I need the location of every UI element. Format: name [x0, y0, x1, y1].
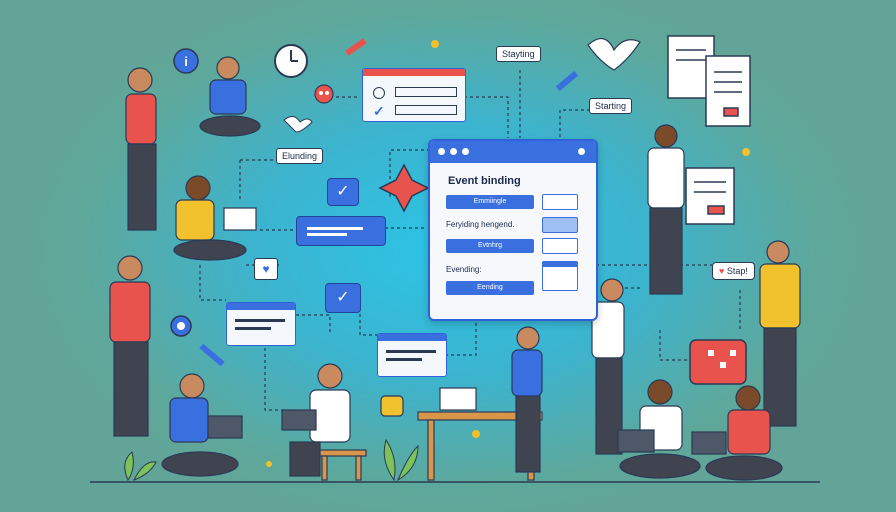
row-text-4: Evending:	[446, 265, 482, 274]
lightbulb-icon	[380, 395, 404, 417]
event-input-1[interactable]	[542, 194, 578, 210]
event-button-1[interactable]: Emmiingle	[446, 195, 534, 209]
label-starting: Starting	[589, 98, 633, 114]
check-card: ✓	[327, 178, 359, 206]
speech-text: Stap!	[726, 266, 748, 276]
row-text-2: Feryiding hengend.	[446, 220, 515, 229]
placeholder-line	[386, 350, 436, 353]
clock-icon	[274, 44, 308, 78]
placeholder-bar	[395, 105, 457, 115]
sparkle-icon	[378, 163, 430, 213]
check-card: ✓	[325, 283, 361, 313]
person-illustrations	[109, 56, 801, 481]
mini-window-left	[226, 302, 296, 346]
speech-bubble: ♥ Stap!	[712, 262, 755, 280]
window-dot[interactable]	[438, 148, 445, 155]
event-input-3[interactable]	[542, 238, 578, 254]
svg-text:i: i	[184, 54, 188, 69]
mini-window-titlebar	[378, 334, 446, 341]
mini-window-center	[377, 333, 447, 377]
heart-icon: ♥	[254, 258, 278, 280]
window-dot[interactable]	[578, 148, 585, 155]
mini-window-titlebar	[227, 303, 295, 310]
info-icon: i	[173, 48, 199, 74]
checkmark-icon: ✓	[373, 103, 385, 119]
robot-icon	[314, 84, 334, 104]
stool	[315, 449, 367, 481]
event-input-4[interactable]	[542, 261, 578, 291]
mini-window-top: ✓	[362, 68, 466, 122]
connector-lines	[199, 70, 741, 411]
window-heading: Event binding	[448, 175, 521, 187]
window-dot[interactable]	[462, 148, 469, 155]
placeholder-line	[307, 227, 363, 230]
bird-icon-small	[283, 116, 313, 133]
placeholder-line	[386, 358, 422, 361]
window-titlebar	[430, 141, 596, 163]
pencil-icon-2	[555, 70, 579, 92]
checkmark-icon: ✓	[336, 183, 350, 200]
chat-bubble-icon	[689, 339, 747, 385]
placeholder-line	[235, 319, 285, 322]
radio-icon	[373, 87, 385, 99]
sparkle-dots	[266, 40, 750, 467]
event-button-3[interactable]: Evtnhrg	[446, 239, 534, 253]
gear-icon	[170, 315, 192, 337]
mini-window-titlebar	[363, 69, 465, 76]
label-elunding: Elunding	[276, 148, 324, 164]
label-staying: Stayting	[496, 46, 541, 62]
plant-icon	[124, 438, 419, 482]
event-input-2[interactable]	[542, 217, 578, 233]
main-window: Event binding Emmiingle Feryiding hengen…	[428, 139, 598, 321]
document-icon-2	[685, 167, 735, 225]
window-dot[interactable]	[450, 148, 457, 155]
placeholder-bar	[395, 87, 457, 97]
blue-card	[296, 216, 386, 246]
placeholder-line	[307, 233, 347, 236]
heart-icon: ♥	[719, 266, 725, 276]
bird-icon	[587, 38, 641, 71]
pencil-icon	[345, 38, 367, 56]
placeholder-line	[235, 327, 271, 330]
pencil-icon-3	[199, 343, 225, 367]
checkmark-icon: ✓	[336, 289, 350, 306]
event-button-5[interactable]: Eending	[446, 281, 534, 295]
document-icon	[667, 35, 751, 127]
